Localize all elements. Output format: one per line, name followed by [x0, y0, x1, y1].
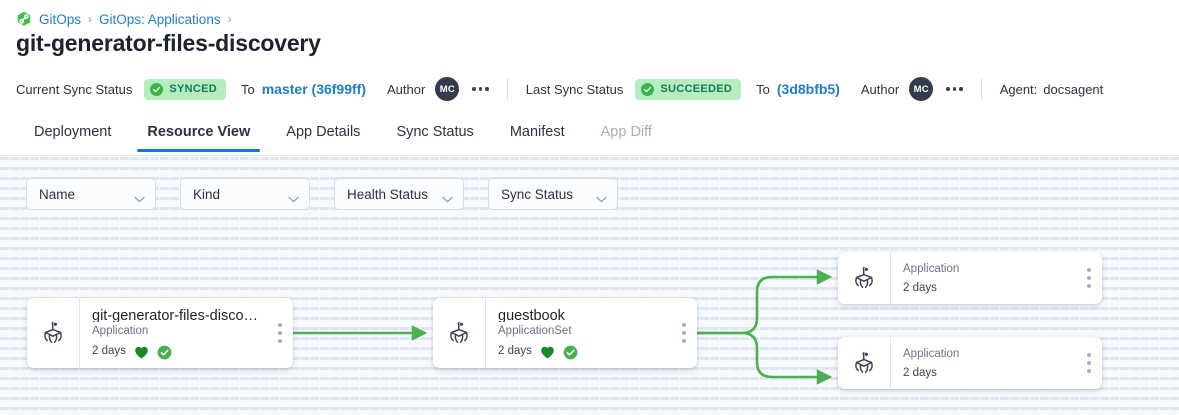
- argo-app-icon: [27, 298, 79, 368]
- filter-name-label: Name: [39, 186, 76, 202]
- graph-node-body: prod-guestbook Application 2 days: [890, 337, 1076, 389]
- graph-node-dev[interactable]: dev-guestbook Application 2 days: [838, 252, 1102, 304]
- graph-node-kind: Application: [903, 262, 960, 275]
- green-check-circle-icon: [563, 343, 578, 360]
- filter-name[interactable]: Name: [26, 178, 156, 210]
- breadcrumb-separator: ›: [227, 12, 232, 26]
- current-sync-more-menu-icon[interactable]: [472, 87, 489, 91]
- graph-node-meta: 2 days: [92, 342, 267, 360]
- graph-node-menu-icon[interactable]: [1076, 337, 1102, 389]
- green-check-circle-icon: [641, 82, 655, 96]
- last-sync-status-badge: SUCCEEDED: [635, 78, 742, 100]
- current-revision-link[interactable]: master (36f99ff): [261, 81, 366, 97]
- filter-kind-label: Kind: [193, 186, 221, 202]
- tab-bar: Deployment Resource View App Details Syn…: [0, 118, 1179, 156]
- tab-resource-view[interactable]: Resource View: [129, 118, 268, 152]
- breadcrumb: GitOps › GitOps: Applications ›: [16, 8, 232, 30]
- graph-node-age: 2 days: [498, 344, 532, 357]
- tab-deployment[interactable]: Deployment: [34, 124, 112, 140]
- tab-manifest[interactable]: Manifest: [509, 124, 565, 140]
- last-sync-status-badge-text: SUCCEEDED: [660, 83, 733, 95]
- graph-node-age: 2 days: [92, 344, 126, 357]
- filter-sync-status[interactable]: Sync Status: [488, 178, 618, 210]
- breadcrumb-separator: ›: [88, 12, 93, 26]
- filter-bar: Name Kind Health Status: [26, 178, 618, 210]
- graph-node-menu-icon[interactable]: [1076, 252, 1102, 304]
- graph-node-kind: Application: [903, 347, 960, 360]
- graph-node-kind: ApplicationSet: [498, 325, 572, 338]
- green-check-circle-icon: [150, 82, 164, 96]
- tab-app-diff[interactable]: App Diff: [600, 124, 652, 140]
- graph-node-menu-icon[interactable]: [267, 298, 293, 368]
- filter-sync-status-label: Sync Status: [501, 186, 574, 202]
- filter-health-status[interactable]: Health Status: [334, 178, 464, 210]
- current-sync-status-badge-text: SYNCED: [169, 83, 217, 95]
- graph-node-root[interactable]: git-generator-files-disco… Application 2…: [27, 298, 293, 368]
- agent-info: Agent: docsagent: [1000, 82, 1104, 97]
- graph-node-meta: 2 days: [903, 279, 1076, 297]
- breadcrumb-item-gitops-applications[interactable]: GitOps: Applications: [99, 11, 221, 27]
- last-revision-link[interactable]: (3d8bfb5): [776, 81, 840, 97]
- current-author-label: Author: [386, 81, 426, 97]
- argo-app-icon: [433, 298, 485, 368]
- avatar[interactable]: MC: [909, 77, 934, 101]
- green-heart-icon: [540, 343, 555, 359]
- filter-kind[interactable]: Kind: [180, 178, 310, 210]
- status-bar: Current Sync Status SYNCED To master (36…: [16, 74, 1179, 104]
- divider: [980, 78, 982, 100]
- last-sync-more-menu-icon[interactable]: [946, 87, 963, 91]
- argo-app-icon: [838, 337, 890, 389]
- gitops-hexagon-link-icon: [16, 11, 32, 27]
- current-sync-status-badge: SYNCED: [144, 78, 226, 100]
- chevron-down-icon: [288, 191, 299, 202]
- chevron-down-icon: [134, 191, 145, 202]
- current-to-label: To: [240, 81, 255, 97]
- divider: [506, 78, 508, 100]
- resource-graph-canvas[interactable]: Name Kind Health Status: [0, 157, 1179, 415]
- chevron-down-icon: [596, 191, 607, 202]
- graph-node-kind: Application: [92, 325, 149, 338]
- filter-health-status-label: Health Status: [347, 186, 429, 202]
- tab-sync-status[interactable]: Sync Status: [396, 124, 474, 140]
- graph-node-appset[interactable]: guestbook ApplicationSet 2 days: [433, 298, 697, 368]
- graph-node-name: git-generator-files-disco…: [92, 308, 259, 323]
- graph-node-body: git-generator-files-disco… Application 2…: [79, 298, 267, 368]
- graph-node-menu-icon[interactable]: [671, 298, 697, 368]
- graph-node-body: guestbook ApplicationSet 2 days: [485, 298, 671, 368]
- page-title: git-generator-files-discovery: [16, 30, 321, 56]
- agent-label: Agent:: [999, 81, 1038, 97]
- graph-node-meta: 2 days: [498, 342, 671, 360]
- graph-node-age: 2 days: [903, 367, 937, 380]
- agent-value: docsagent: [1043, 81, 1104, 97]
- breadcrumb-item-gitops[interactable]: GitOps: [39, 11, 82, 27]
- graph-node-age: 2 days: [903, 282, 937, 295]
- last-sync-status-label: Last Sync Status: [525, 81, 624, 97]
- last-to-label: To: [756, 81, 770, 97]
- graph-node-prod[interactable]: prod-guestbook Application 2 days: [838, 337, 1102, 389]
- graph-node-name: guestbook: [498, 308, 565, 323]
- green-heart-icon: [134, 343, 149, 359]
- graph-node-body: dev-guestbook Application 2 days: [890, 252, 1076, 304]
- graph-node-meta: 2 days: [903, 364, 1076, 382]
- green-check-circle-icon: [157, 343, 172, 360]
- argo-app-icon: [838, 252, 890, 304]
- avatar[interactable]: MC: [435, 77, 460, 101]
- last-author-label: Author: [860, 81, 900, 97]
- current-sync-status-label: Current Sync Status: [16, 81, 133, 97]
- tab-app-details[interactable]: App Details: [286, 124, 361, 140]
- chevron-down-icon: [442, 191, 453, 202]
